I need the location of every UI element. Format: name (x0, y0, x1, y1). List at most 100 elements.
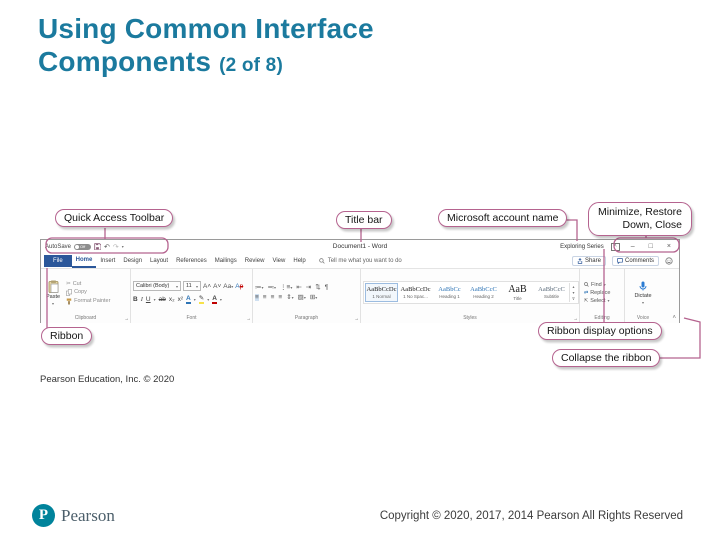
ribbon: Paste ▾ ✂Cut Copy Format Painter Clipboa… (41, 269, 679, 323)
strikethrough-button[interactable]: ab (158, 295, 166, 303)
tab-home[interactable]: Home (71, 254, 97, 268)
copy-icon (66, 288, 73, 296)
bold-button[interactable]: B (133, 295, 138, 303)
page-title-suffix: (2 of 8) (219, 55, 283, 77)
line-spacing-button[interactable]: ⇕▾ (286, 294, 294, 301)
qat-customize-icon[interactable]: ▾ (121, 244, 124, 249)
font-name-select[interactable]: Calibri (Body)▾ (133, 281, 181, 291)
dictate-button[interactable]: Dictate ▾ (631, 271, 654, 314)
minimize-button[interactable]: – (630, 243, 635, 250)
clipboard-dialog-launcher-icon[interactable]: ⌐ (125, 316, 128, 322)
style-title[interactable]: AaB Title (508, 284, 527, 301)
paste-button[interactable]: Paste ▾ (43, 271, 63, 314)
feedback-smiley-icon[interactable] (665, 256, 673, 265)
group-styles: AaBbCcDc 1 Normal AaBbCcDc 1 No Spac... … (361, 269, 580, 323)
ribbon-display-options-icon[interactable]: ˄ (610, 242, 620, 251)
cut-icon: ✂ (66, 280, 71, 287)
screenshot-credit: Pearson Education, Inc. © 2020 (40, 374, 175, 385)
shrink-font-button[interactable]: A˅ (213, 282, 222, 290)
highlight-color-button[interactable]: ✎ (198, 295, 205, 304)
style-subtitle[interactable]: AaBbCcC Subtitle (538, 286, 565, 299)
share-icon (577, 257, 583, 264)
shading-button[interactable]: ▨▾ (297, 294, 306, 301)
tab-design[interactable]: Design (123, 257, 143, 264)
tab-file[interactable]: File (44, 254, 72, 267)
show-hide-pilcrow-button[interactable]: ¶ (324, 284, 329, 291)
redo-icon[interactable]: ↷ (112, 243, 119, 251)
text-effects-button[interactable]: A (186, 294, 191, 304)
font-size-select[interactable]: 11▾ (183, 281, 201, 291)
pearson-logo: P Pearson (32, 504, 115, 527)
comment-icon (617, 257, 623, 264)
change-case-button[interactable]: Aa▾ (223, 282, 234, 290)
copy-button[interactable]: Copy (66, 288, 110, 296)
clear-formatting-button[interactable]: A​p (235, 282, 244, 290)
format-painter-icon (66, 298, 72, 305)
callout-quick-access-toolbar: Quick Access Toolbar (55, 209, 174, 227)
bullets-button[interactable]: ≔▾ (255, 284, 264, 291)
quick-access-toolbar: AutoSave Off ↶ ↷ ▾ (45, 243, 124, 251)
comments-button[interactable]: Comments (611, 255, 659, 266)
tab-references[interactable]: References (176, 257, 207, 264)
increase-indent-button[interactable]: ⇥ (305, 284, 312, 291)
share-button[interactable]: Share (571, 255, 606, 266)
styles-gallery: AaBbCcDc 1 Normal AaBbCcDc 1 No Spac... … (363, 281, 579, 304)
tab-review[interactable]: Review (244, 257, 265, 264)
find-button[interactable]: Find▾ (584, 282, 610, 288)
account-name[interactable]: Exploring Series (560, 243, 604, 250)
styles-scroll-up-icon[interactable]: ▴ (572, 284, 575, 289)
replace-icon: ⇄ (584, 289, 589, 296)
undo-icon[interactable]: ↶ (104, 243, 110, 251)
autosave-toggle-knob (75, 244, 80, 249)
group-paragraph: ≔▾ ≕▾ ⋮≡▾ ⇤ ⇥ ⇅ ¶ ≡ ≡ ≡ ≡ ⇕▾ ▨▾ (253, 269, 361, 323)
font-color-button[interactable]: A (212, 294, 217, 304)
align-right-button[interactable]: ≡ (270, 294, 275, 301)
style-heading1[interactable]: AaBbCc Heading 1 (438, 286, 461, 299)
restore-button[interactable]: □ (648, 243, 653, 250)
styles-scroll-down-icon[interactable]: ▾ (572, 290, 575, 295)
callout-ribbon-display-options: Ribbon display options (538, 322, 662, 340)
styles-more-icon[interactable]: ⊽ (572, 296, 575, 301)
grow-font-button[interactable]: A˄ (203, 282, 212, 290)
tab-view[interactable]: View (272, 257, 286, 264)
align-left-button[interactable]: ≡ (255, 294, 259, 301)
sort-button[interactable]: ⇅ (315, 284, 321, 291)
align-center-button[interactable]: ≡ (262, 294, 267, 301)
callout-collapse-the-ribbon: Collapse the ribbon (552, 349, 661, 367)
autosave-toggle[interactable]: Off (74, 243, 92, 250)
cut-button[interactable]: ✂Cut (66, 280, 82, 287)
save-icon[interactable] (94, 243, 102, 250)
multilevel-list-button[interactable]: ⋮≡▾ (280, 284, 293, 291)
tab-insert[interactable]: Insert (100, 257, 116, 264)
close-button[interactable]: × (666, 243, 671, 250)
font-dialog-launcher-icon[interactable]: ⌐ (247, 316, 250, 322)
style-heading2[interactable]: AaBbCcC Heading 2 (470, 286, 497, 299)
underline-button[interactable]: U (145, 295, 151, 303)
tab-layout[interactable]: Layout (150, 257, 169, 264)
callout-ribbon: Ribbon (41, 327, 93, 345)
callout-title-bar: Title bar (336, 211, 392, 229)
tab-mailings[interactable]: Mailings (214, 257, 237, 264)
collapse-ribbon-icon[interactable]: ˄ (672, 315, 676, 321)
format-painter-button[interactable]: Format Painter (66, 298, 110, 305)
page-title: Using Common Interface Components (2 of … (38, 13, 374, 78)
tell-me-search[interactable]: Tell me what you want to do (318, 258, 402, 264)
italic-button[interactable]: I (140, 295, 143, 303)
tab-help[interactable]: Help (293, 257, 306, 264)
numbering-button[interactable]: ≕▾ (267, 284, 277, 291)
decrease-indent-button[interactable]: ⇤ (296, 284, 302, 291)
autosave-label: AutoSave (45, 243, 72, 250)
justify-button[interactable]: ≡ (278, 294, 283, 301)
styles-dialog-launcher-icon[interactable]: ⌐ (574, 316, 577, 322)
group-editing: Find▾ ⇄Replace ⇱Select▾ Editing (580, 269, 625, 323)
superscript-button[interactable]: x² (177, 295, 184, 303)
select-button[interactable]: ⇱Select▾ (584, 297, 610, 304)
borders-button[interactable]: ⊞▾ (309, 294, 318, 301)
paragraph-dialog-launcher-icon[interactable]: ⌐ (355, 316, 358, 322)
style-no-spacing[interactable]: AaBbCcDc 1 No Spac... (400, 286, 431, 299)
subscript-button[interactable]: x₂ (168, 295, 175, 303)
style-normal[interactable]: AaBbCcDc 1 Normal (365, 283, 398, 302)
word-title-bar: AutoSave Off ↶ ↷ ▾ Document1 - Word Expl… (41, 240, 679, 253)
replace-button[interactable]: ⇄Replace (584, 289, 611, 296)
